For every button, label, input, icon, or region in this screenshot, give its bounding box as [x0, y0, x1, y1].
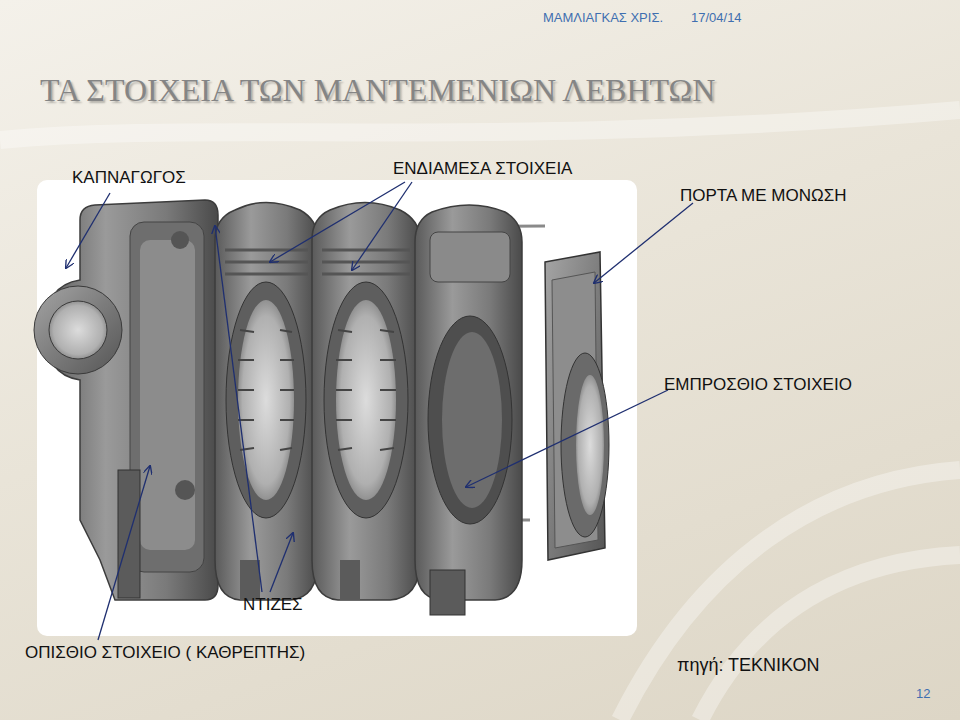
page-number: 12: [916, 687, 930, 702]
date: 17/04/14: [691, 11, 742, 26]
part-label: ΝΤΙΖΕΣ: [243, 595, 303, 615]
part-label: ΠΟΡΤΑ ΜΕ ΜΟΝΩΣΗ: [680, 186, 846, 206]
part-label: ΟΠΙΣΘΙΟ ΣΤΟΙΧΕΙΟ ( ΚΑΘΡΕΠΤΗΣ): [25, 643, 305, 663]
slide-title: ΤΑ ΣΤΟΙΧΕΙΑ ΤΩΝ ΜΑΝΤΕΜΕΝΙΩΝ ΛΕΒΗΤΩΝ: [40, 72, 715, 109]
author-name: ΜΑΜΛΙΑΓΚΑΣ ΧΡΙΣ.: [543, 11, 663, 26]
intermediate-section: [312, 203, 420, 601]
background-swirls: [0, 110, 960, 720]
leader-lines: [66, 182, 693, 640]
part-label: ΕΝΔΙΑΜΕΣΑ ΣΤΟΙΧΕΙΑ: [393, 159, 572, 179]
front-section: [415, 205, 522, 615]
intermediate-section: [215, 203, 318, 601]
rear-section: [34, 200, 218, 600]
source-note: πηγή: ΤΕΚΝΙΚΟΝ: [677, 655, 820, 676]
part-label: ΕΜΠΡΟΣΘΙΟ ΣΤΟΙΧΕΙΟ: [664, 375, 852, 395]
insulated-door: [545, 252, 609, 560]
photo-frame: [37, 180, 637, 636]
part-label: ΚΑΠΝΑΓΩΓΟΣ: [72, 168, 186, 188]
